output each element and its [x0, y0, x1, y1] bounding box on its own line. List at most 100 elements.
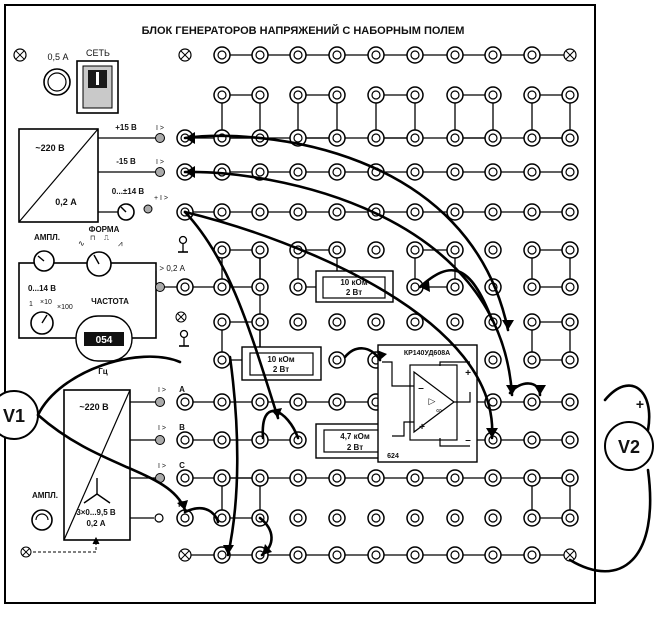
socket[interactable]: [367, 546, 385, 564]
socket[interactable]: [446, 163, 464, 181]
socket[interactable]: [406, 163, 424, 181]
socket[interactable]: [251, 431, 269, 449]
socket[interactable]: [523, 469, 541, 487]
socket[interactable]: [251, 241, 269, 259]
socket[interactable]: [484, 241, 502, 259]
socket[interactable]: [176, 431, 194, 449]
socket[interactable]: [561, 393, 579, 411]
socket[interactable]: [367, 313, 385, 331]
socket[interactable]: [289, 46, 307, 64]
socket[interactable]: [328, 86, 346, 104]
socket[interactable]: [406, 241, 424, 259]
socket[interactable]: [523, 509, 541, 527]
terminal-cross[interactable]: [178, 48, 192, 62]
socket[interactable]: [446, 469, 464, 487]
socket[interactable]: [484, 469, 502, 487]
socket[interactable]: [213, 278, 231, 296]
socket[interactable]: [213, 86, 231, 104]
socket[interactable]: [328, 469, 346, 487]
voltmeter-v2[interactable]: V2 +: [604, 396, 654, 471]
socket[interactable]: [289, 546, 307, 564]
socket[interactable]: [251, 313, 269, 331]
socket[interactable]: [328, 129, 346, 147]
terminal-cross[interactable]: [563, 48, 577, 62]
socket[interactable]: [213, 393, 231, 411]
socket[interactable]: [484, 163, 502, 181]
socket[interactable]: [523, 393, 541, 411]
socket[interactable]: [251, 278, 269, 296]
socket[interactable]: [446, 203, 464, 221]
socket[interactable]: [561, 431, 579, 449]
socket[interactable]: [406, 546, 424, 564]
socket[interactable]: [251, 546, 269, 564]
socket[interactable]: [251, 393, 269, 411]
socket[interactable]: [213, 129, 231, 147]
socket[interactable]: [213, 431, 231, 449]
socket[interactable]: [446, 86, 464, 104]
socket[interactable]: [176, 469, 194, 487]
socket[interactable]: [446, 46, 464, 64]
socket[interactable]: [213, 469, 231, 487]
socket[interactable]: [523, 46, 541, 64]
socket[interactable]: [446, 509, 464, 527]
socket[interactable]: [523, 86, 541, 104]
socket[interactable]: [251, 469, 269, 487]
socket[interactable]: [328, 313, 346, 331]
socket[interactable]: [561, 469, 579, 487]
socket[interactable]: [484, 546, 502, 564]
socket[interactable]: [328, 393, 346, 411]
socket[interactable]: [406, 278, 424, 296]
socket[interactable]: [289, 509, 307, 527]
socket[interactable]: [561, 509, 579, 527]
socket[interactable]: [446, 546, 464, 564]
socket[interactable]: [328, 203, 346, 221]
socket[interactable]: [561, 278, 579, 296]
socket[interactable]: [484, 46, 502, 64]
socket[interactable]: [213, 203, 231, 221]
socket[interactable]: [328, 46, 346, 64]
opamp-module[interactable]: КР140УД608А ▷ ∞ – + + – 624: [377, 344, 478, 463]
socket[interactable]: [213, 46, 231, 64]
socket[interactable]: [523, 163, 541, 181]
knob-three-phase-amplitude[interactable]: [31, 509, 53, 531]
socket[interactable]: [406, 86, 424, 104]
socket[interactable]: [328, 351, 346, 369]
voltmeter-v1[interactable]: V1: [0, 390, 39, 440]
socket[interactable]: [484, 351, 502, 369]
socket[interactable]: [484, 509, 502, 527]
socket[interactable]: [328, 241, 346, 259]
socket[interactable]: [446, 278, 464, 296]
terminal-cross[interactable]: [178, 548, 192, 562]
socket[interactable]: [406, 129, 424, 147]
socket[interactable]: [367, 469, 385, 487]
socket[interactable]: [176, 393, 194, 411]
socket[interactable]: [561, 129, 579, 147]
socket[interactable]: [406, 46, 424, 64]
socket[interactable]: [523, 351, 541, 369]
socket[interactable]: [328, 163, 346, 181]
socket[interactable]: [523, 431, 541, 449]
socket[interactable]: [176, 278, 194, 296]
socket[interactable]: [523, 129, 541, 147]
socket[interactable]: [251, 203, 269, 221]
socket[interactable]: [523, 203, 541, 221]
socket[interactable]: [561, 86, 579, 104]
socket[interactable]: [446, 129, 464, 147]
socket[interactable]: [561, 351, 579, 369]
socket[interactable]: [289, 86, 307, 104]
terminal-cross[interactable]: [563, 548, 577, 562]
socket[interactable]: [367, 509, 385, 527]
socket[interactable]: [289, 313, 307, 331]
socket[interactable]: [561, 313, 579, 331]
socket[interactable]: [251, 163, 269, 181]
socket[interactable]: [523, 546, 541, 564]
socket[interactable]: [406, 469, 424, 487]
socket[interactable]: [289, 393, 307, 411]
socket[interactable]: [289, 163, 307, 181]
socket[interactable]: [213, 351, 231, 369]
socket[interactable]: [367, 86, 385, 104]
socket[interactable]: [406, 509, 424, 527]
socket[interactable]: [251, 46, 269, 64]
socket[interactable]: [523, 278, 541, 296]
socket[interactable]: [367, 241, 385, 259]
